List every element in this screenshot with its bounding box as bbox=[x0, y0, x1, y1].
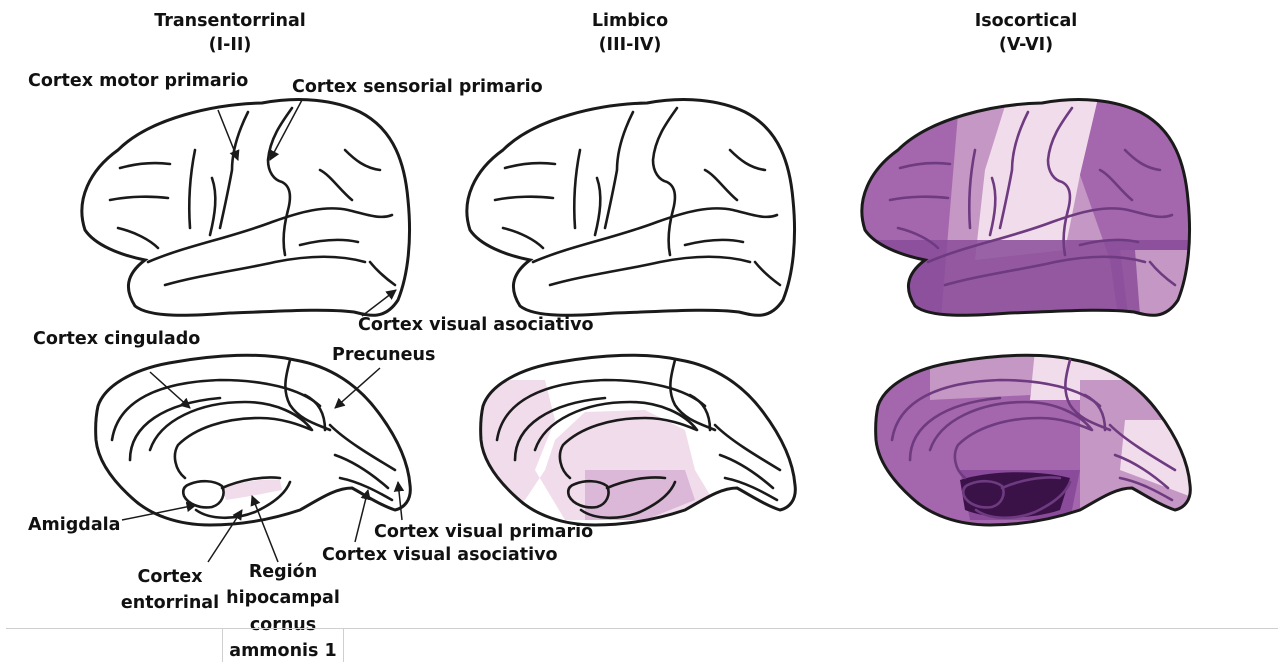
label-precuneus: Precuneus bbox=[332, 344, 435, 366]
brain-medial-stage-2 bbox=[465, 355, 795, 525]
stage-3-range: (V-VI) bbox=[926, 34, 1126, 56]
stage-2-title: Limbico bbox=[530, 10, 730, 32]
brain-medial-stage-3 bbox=[860, 350, 1200, 540]
brain-lateral-stage-1 bbox=[82, 100, 410, 316]
label-hippocampal-line-1: Región bbox=[222, 561, 344, 583]
label-primary-visual-cortex: Cortex visual primario bbox=[374, 521, 593, 543]
label-cingulate-cortex: Cortex cingulado bbox=[33, 328, 200, 350]
stage-1-range: (I-II) bbox=[130, 34, 330, 56]
bottom-divider bbox=[6, 628, 1278, 629]
label-box-edges bbox=[222, 628, 344, 662]
brain-lateral-stage-3 bbox=[840, 90, 1220, 330]
label-amygdala: Amigdala bbox=[28, 514, 120, 536]
label-primary-motor-cortex: Cortex motor primario bbox=[28, 70, 248, 92]
stage-2-range: (III-IV) bbox=[530, 34, 730, 56]
label-entorhinal-line-1: Cortex bbox=[120, 566, 220, 588]
label-entorhinal-line-2: entorrinal bbox=[112, 592, 228, 614]
label-primary-sensory-cortex: Cortex sensorial primario bbox=[292, 76, 543, 98]
stage-3-title: Isocortical bbox=[926, 10, 1126, 32]
pointer-visual-assoc-medial bbox=[355, 490, 368, 542]
stage-1-title: Transentorrinal bbox=[130, 10, 330, 32]
label-visual-association-cortex-lateral: Cortex visual asociativo bbox=[358, 314, 594, 336]
brain-lateral-stage-2 bbox=[467, 100, 795, 316]
label-visual-association-cortex-medial: Cortex visual asociativo bbox=[322, 544, 558, 566]
label-hippocampal-line-2: hipocampal bbox=[222, 587, 344, 609]
